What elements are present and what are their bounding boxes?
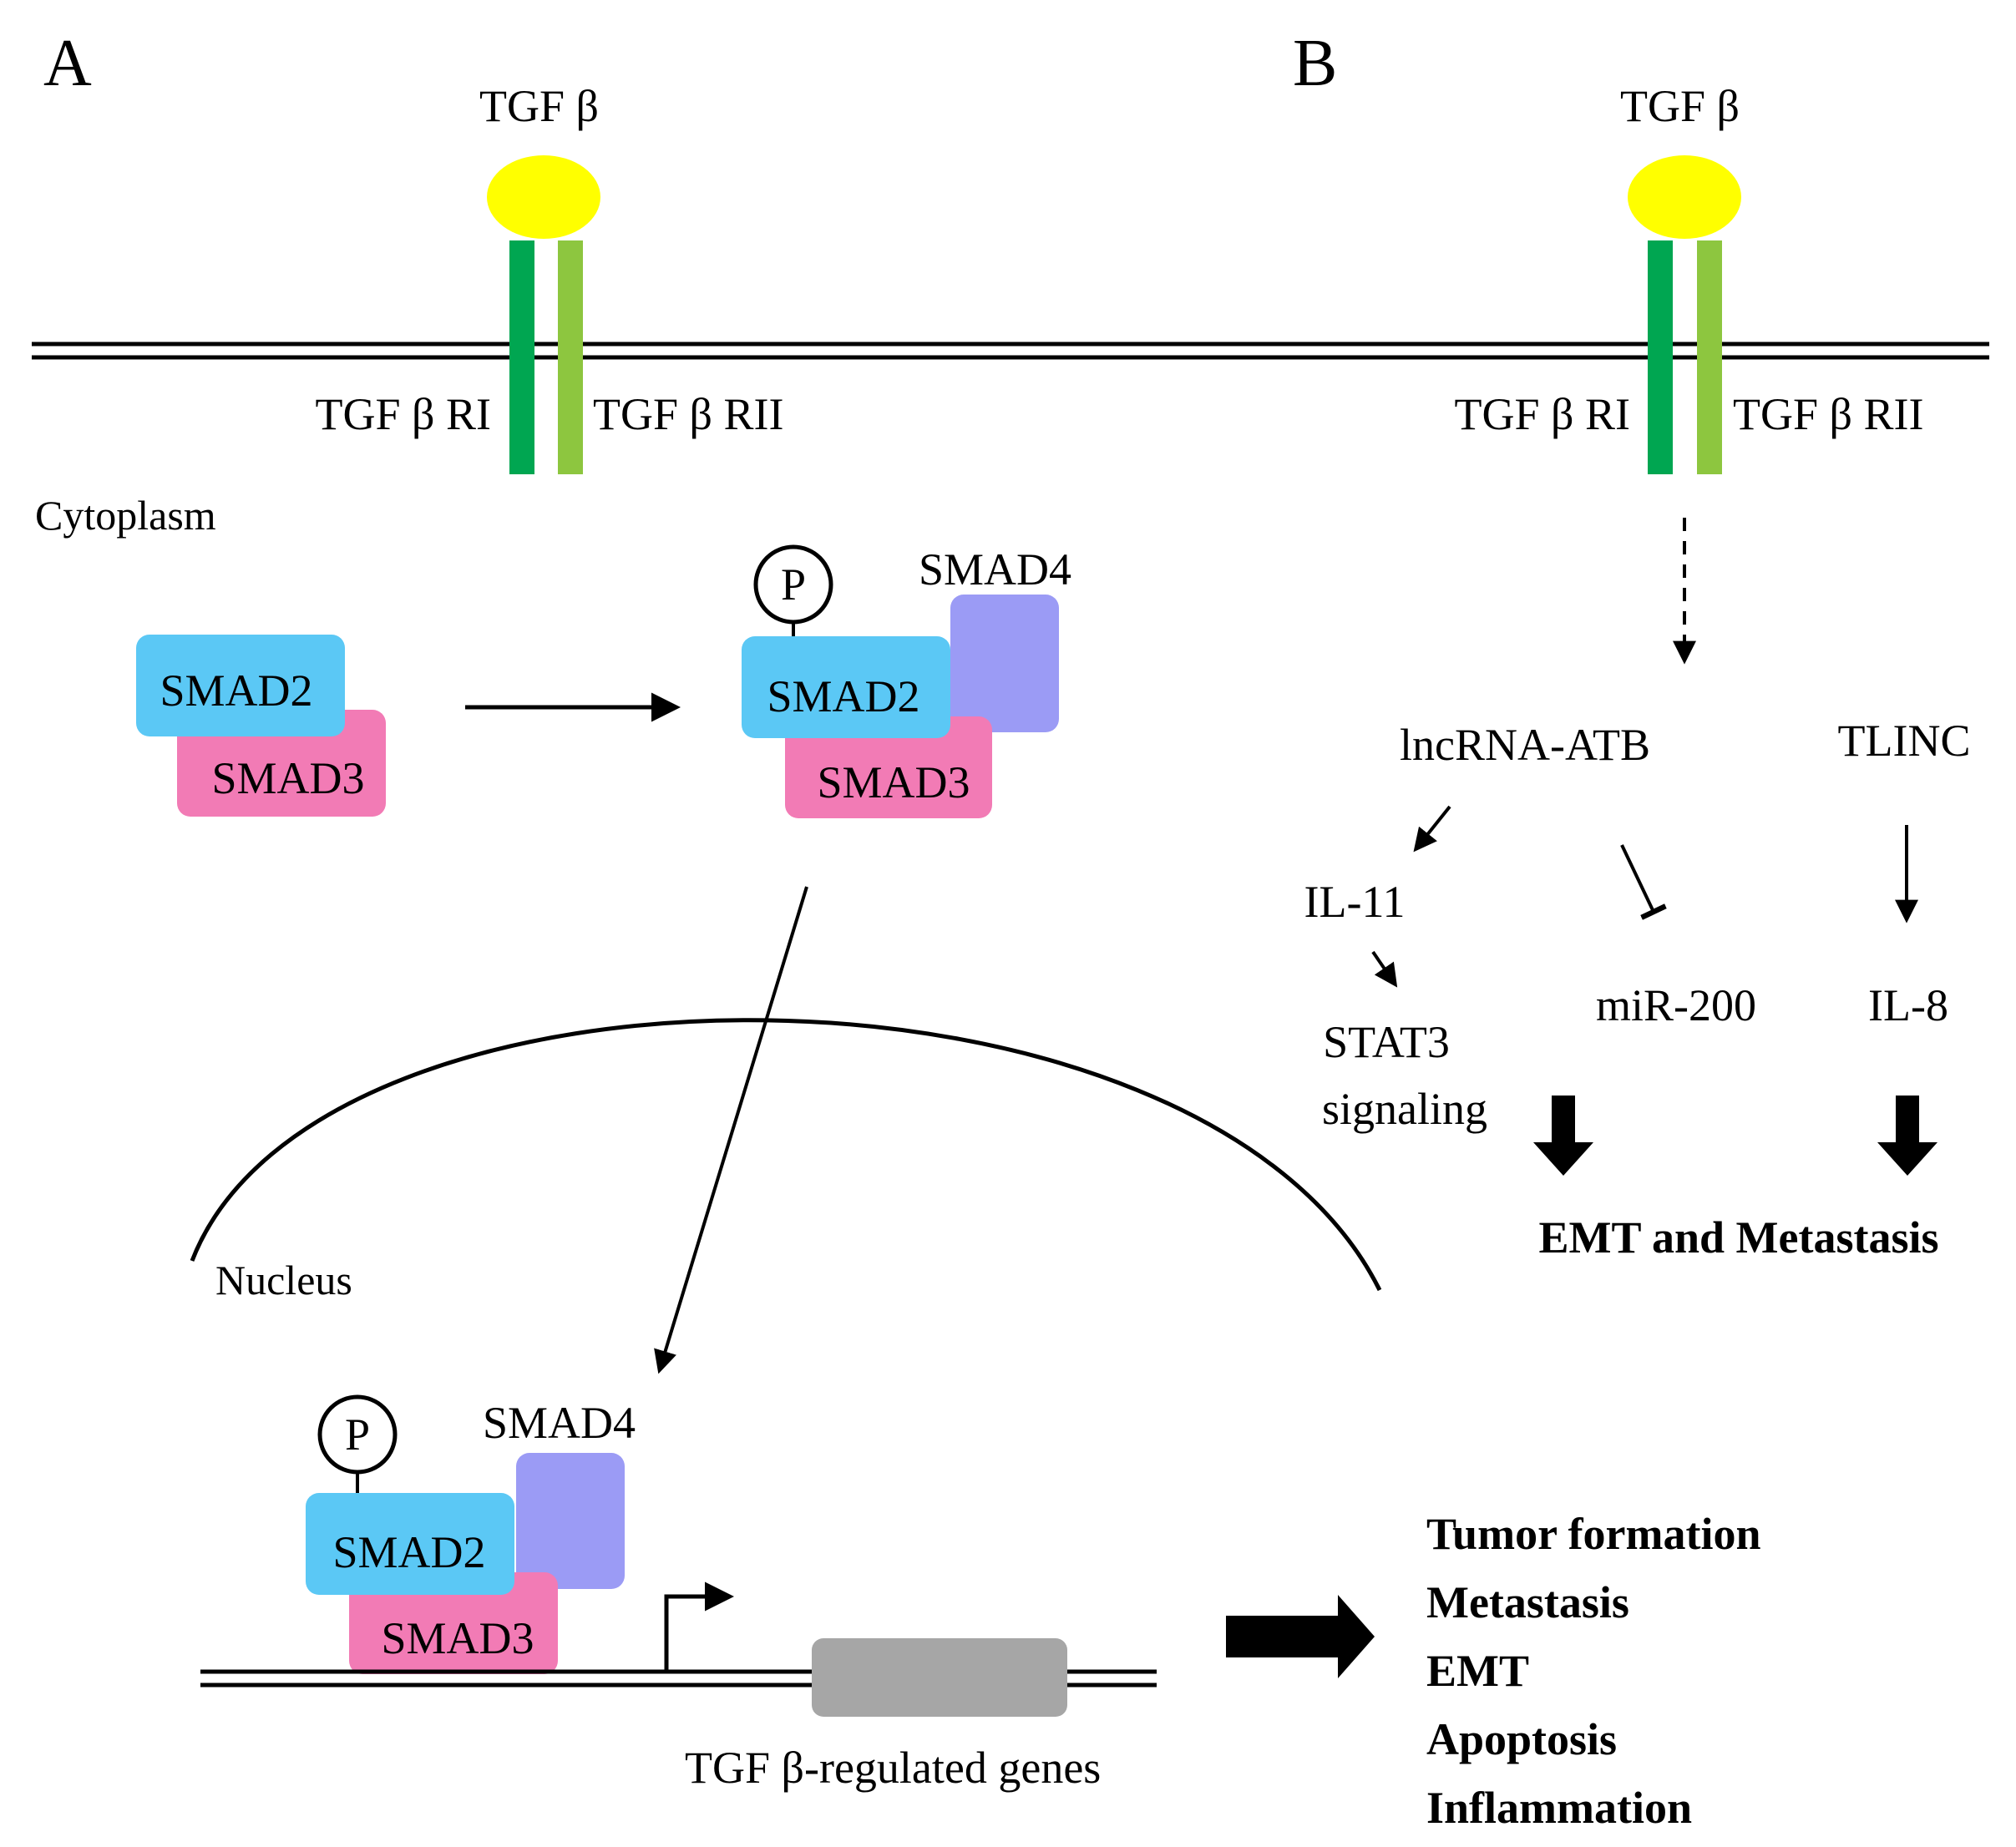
smad4-label: SMAD4 <box>483 1398 636 1448</box>
activated-smad-complex-cytoplasm: SMAD4 SMAD2 SMAD3 P <box>742 544 1071 818</box>
nuclear-envelope <box>190 1018 1382 1292</box>
smad3-label: SMAD3 <box>817 757 970 807</box>
outcome-item: Inflammation <box>1426 1783 1692 1833</box>
panel-a-receptor-2 <box>558 240 583 474</box>
il8-label: IL-8 <box>1868 980 1948 1030</box>
nucleus-label: Nucleus <box>215 1257 352 1303</box>
il11-to-stat3-arrow <box>1371 950 1398 988</box>
panel-b-receptor-2-label: TGF β RII <box>1733 389 1923 439</box>
mir200-label: miR-200 <box>1596 980 1756 1030</box>
panel-b-receptor-2 <box>1697 240 1722 474</box>
smad3-box <box>785 716 992 818</box>
activated-smad-complex-nucleus: SMAD4 SMAD2 SMAD3 P <box>306 1394 636 1674</box>
smad2-label: SMAD2 <box>332 1527 485 1577</box>
smad2-box <box>742 636 950 738</box>
inactive-smad-complex: SMAD2 SMAD3 <box>136 635 386 817</box>
emt-metastasis-label: EMT and Metastasis <box>1538 1212 1938 1263</box>
panel-a-receptor-2-label: TGF β RII <box>593 389 783 439</box>
transcription-start-arrow <box>664 1581 734 1672</box>
cytoplasm-label: Cytoplasm <box>35 492 216 539</box>
thick-down-arrow-right <box>1877 1096 1937 1176</box>
panel-b-tgf-beta-ligand <box>1628 155 1741 239</box>
smad3-label: SMAD3 <box>381 1613 534 1663</box>
thick-down-arrow-left <box>1533 1096 1593 1176</box>
stat3-label-line2: signaling <box>1322 1084 1487 1134</box>
il11-label: IL-11 <box>1304 877 1406 927</box>
outcome-item: Metastasis <box>1426 1577 1629 1627</box>
panel-b-receptor-1 <box>1648 240 1673 474</box>
cell-membrane <box>32 342 1989 360</box>
phosphate-label: P <box>345 1409 370 1460</box>
lncrna-to-il11-arrow <box>1413 805 1451 853</box>
outcome-arrow <box>1226 1595 1375 1678</box>
panel-a-tgf-beta-ligand <box>487 155 600 239</box>
regulated-genes-label: TGF β-regulated genes <box>685 1743 1101 1793</box>
panel-a-receptor-1-label: TGF β RI <box>316 389 492 439</box>
panel-b-ligand-label: TGF β <box>1620 81 1740 131</box>
smad4-box <box>516 1453 625 1589</box>
lncrna-inhibits-mir200 <box>1620 844 1667 920</box>
gene-box <box>812 1638 1067 1717</box>
panel-b-letter: B <box>1293 27 1337 100</box>
phosphate-label: P <box>781 559 806 610</box>
nuclear-translocation-arrow <box>654 886 808 1374</box>
outcome-item: Apoptosis <box>1426 1714 1617 1764</box>
smad4-box <box>950 595 1059 732</box>
lncrna-atb-label: lncRNA-ATB <box>1400 720 1650 770</box>
stat3-label-line1: STAT3 <box>1323 1017 1450 1067</box>
smad3-box <box>349 1572 558 1674</box>
smad4-label: SMAD4 <box>919 544 1071 595</box>
tlinc-label: TLINC <box>1838 716 1971 766</box>
panel-b-receptor-1-label: TGF β RI <box>1455 389 1631 439</box>
smad2-label: SMAD2 <box>767 671 919 721</box>
panel-a-ligand-label: TGF β <box>479 81 599 131</box>
panel-a-letter: A <box>43 27 92 100</box>
phosphate-circle <box>753 544 833 625</box>
outcome-list: Tumor formation Metastasis EMT Apoptosis… <box>1426 1509 1761 1833</box>
smad2-label: SMAD2 <box>160 665 312 716</box>
panel-a-receptor-1 <box>509 240 534 474</box>
smad2-box <box>306 1493 514 1595</box>
outcome-item: EMT <box>1426 1646 1529 1696</box>
smad2-box <box>136 635 345 736</box>
outcome-item: Tumor formation <box>1426 1509 1761 1559</box>
smad3-label: SMAD3 <box>211 753 364 803</box>
phosphate-circle <box>317 1394 398 1475</box>
